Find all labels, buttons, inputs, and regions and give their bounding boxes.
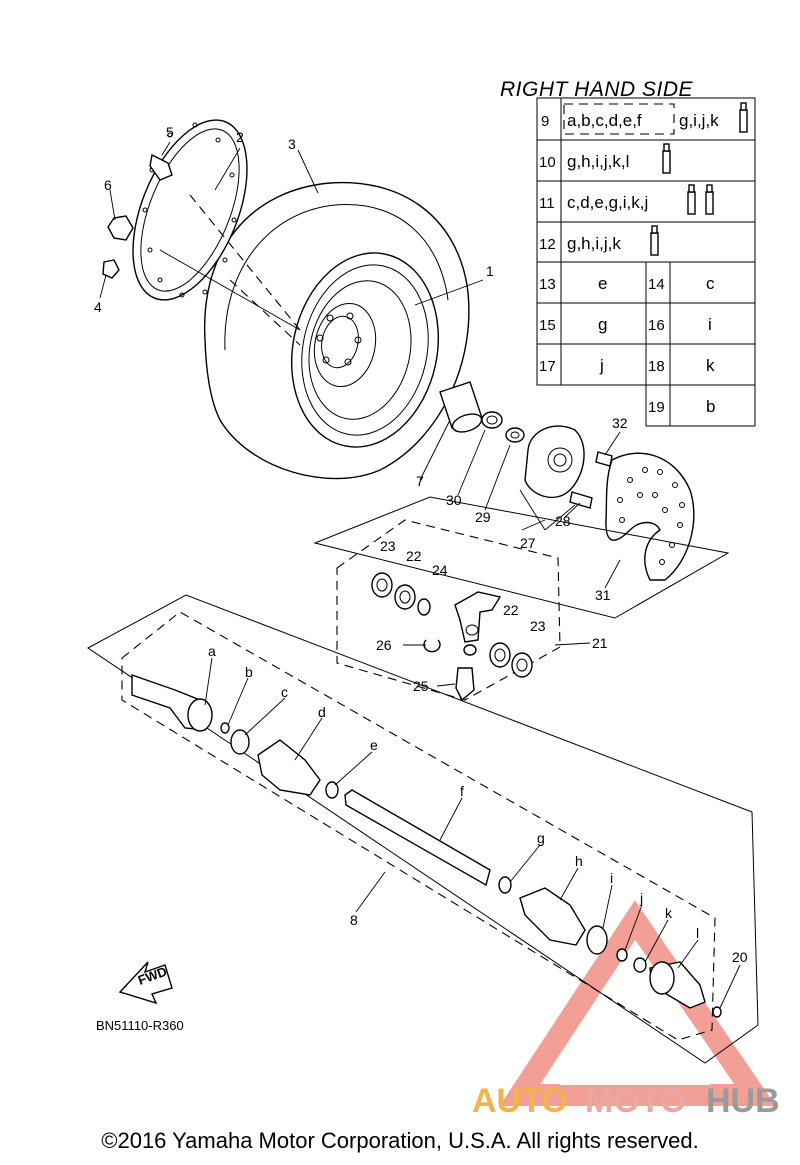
brake-disc-holes [617,467,685,565]
row-9-boxed-parts: a,b,c,d,e,f [567,111,642,130]
label-2: 2 [236,129,244,145]
label-b: b [245,664,253,680]
row-19-number: 19 [648,399,665,416]
row-16-number: 16 [648,317,665,334]
label-30: 30 [446,492,462,508]
label-28: 28 [555,513,571,529]
row-18-number: 18 [648,358,665,375]
diagram-code: BN51110-R360 [96,1018,184,1033]
label-24: 24 [432,562,448,578]
row-15-part: g [598,315,607,334]
leader-lines [99,141,741,1009]
row-11-parts: c,d,e,g,i,k,j [567,193,648,212]
drive-shaft-assembly [87,594,759,1064]
row-11-number: 11 [539,195,555,212]
right-hand-side-table: RIGHT HAND SIDE 9 a,b,c,d,e,f g,i,j,k [500,78,756,427]
row-10-number: 10 [539,154,556,171]
label-h: h [575,853,583,869]
row-9-number: 9 [541,113,549,130]
wheel-bolt-holes [316,312,362,366]
row-19-part: b [706,397,715,416]
label-d: d [318,704,326,720]
watermark-logo [499,900,776,1106]
label-k: k [665,905,673,921]
row-14-number: 14 [648,276,665,293]
label-6: 6 [104,177,112,193]
row-17-number: 17 [539,358,556,375]
label-c: c [281,684,288,700]
label-22b: 22 [503,602,519,618]
watermark-moto: MOTO [585,1082,686,1120]
label-7: 7 [416,473,424,489]
grease-tube-icon [650,225,659,256]
label-l: l [696,925,699,941]
label-23a: 23 [380,538,396,554]
grease-tube-icon [662,143,671,174]
label-25: 25 [413,678,429,694]
label-21: 21 [592,635,608,651]
watermark-auto: AUTO [472,1082,568,1120]
table-title: RIGHT HAND SIDE [500,78,694,101]
grease-tube-icon [739,102,748,133]
hub-parts [439,381,695,581]
grease-tube-icon [687,184,696,215]
label-a: a [208,643,216,659]
row-9-parts: g,i,j,k [679,111,719,130]
grease-tube-icon [705,184,714,215]
watermark-text: AUTO MOTO HUB [472,1082,780,1120]
row-18-part: k [706,356,715,375]
label-e: e [370,737,378,753]
part-labels: 5 2 3 6 4 1 7 30 29 27 28 32 31 21 23 22… [94,124,748,965]
label-4: 4 [94,299,102,315]
tire-assembly [102,119,470,480]
row-12-number: 12 [539,236,556,253]
label-27: 27 [520,535,536,551]
row-16-part: i [708,315,712,334]
label-j: j [639,890,643,906]
row-14-part: c [706,274,715,293]
label-29: 29 [475,509,491,525]
copyright-notice: ©2016 Yamaha Motor Corporation, U.S.A. A… [101,1128,699,1153]
label-22a: 22 [406,548,422,564]
label-8: 8 [350,912,358,928]
label-20: 20 [732,949,748,965]
label-31: 31 [595,587,611,603]
label-5: 5 [166,124,174,140]
row-15-number: 15 [539,317,556,334]
label-26: 26 [376,637,392,653]
row-13-number: 13 [539,276,556,293]
fwd-arrow-icon: FWD [118,961,173,1005]
row-13-part: e [598,274,607,293]
label-1: 1 [486,263,494,279]
beadlock-bolt-holes [142,122,237,298]
row-10-parts: g,h,i,j,k,l [567,152,629,171]
label-3: 3 [288,136,296,152]
row-12-parts: g,h,i,j,k [567,234,621,253]
watermark-hub: HUB [706,1082,780,1120]
label-f: f [460,783,464,799]
label-g: g [537,830,545,846]
label-i: i [610,870,613,886]
knuckle-assembly [313,496,730,702]
label-23b: 23 [530,618,546,634]
label-32: 32 [612,415,628,431]
row-17-part: j [599,356,604,375]
